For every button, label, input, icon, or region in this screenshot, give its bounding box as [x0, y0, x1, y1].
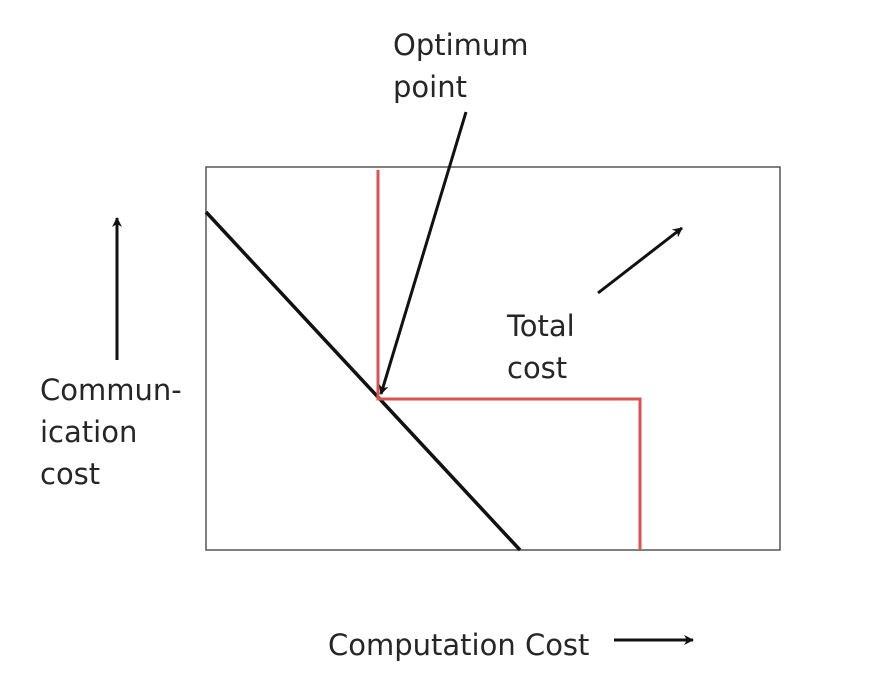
total-cost-label-line-1: Total: [507, 309, 575, 343]
communication-cost-curve: [204, 210, 522, 552]
total-cost-label: Total cost: [507, 305, 575, 389]
optimum-point-label-line-1: Optimum: [393, 28, 529, 62]
optimum-point-arrow: [378, 111, 468, 395]
total-cost-arrow: [597, 226, 683, 295]
total-cost-path: [376, 170, 642, 550]
communication-cost-label-line-2: ication: [40, 415, 138, 449]
communication-cost-label: Commun- ication cost: [40, 369, 182, 495]
communication-cost-label-line-1: Commun-: [40, 373, 182, 407]
computation-cost-label: Computation Cost: [328, 628, 590, 662]
communication-cost-label-line-3: cost: [40, 457, 101, 491]
plot-frame: [205, 166, 781, 551]
total-cost-label-line-2: cost: [507, 351, 568, 385]
optimum-point-label-line-2: point: [393, 70, 467, 104]
optimum-point-label: Optimum point: [393, 24, 529, 108]
